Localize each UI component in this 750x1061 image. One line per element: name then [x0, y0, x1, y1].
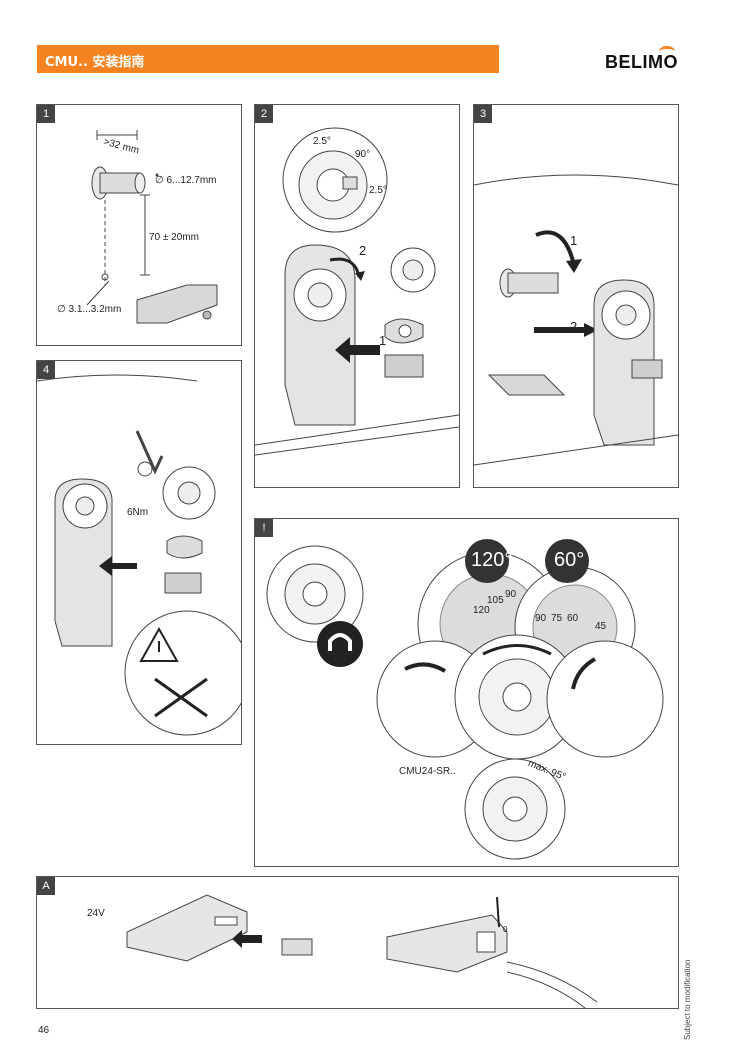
warning-number: ! [255, 519, 273, 537]
step-number: 1 [37, 105, 55, 123]
scale-tick: 75 [551, 613, 563, 624]
step-1-label: 1 [379, 333, 387, 348]
panel-step-4: 4 6Nm [36, 360, 242, 745]
model-label: CMU24-SR.. [399, 766, 456, 777]
scale-tick: 90 [505, 589, 517, 600]
panel-step-3: 3 1 2 [473, 104, 679, 488]
shaft-bracket-drawing [86, 130, 218, 324]
angle-label-c: 2.5° [369, 185, 387, 196]
panel-warning: ! 120° 60° 120 105 90 90 75 60 45 CMU2 [254, 518, 679, 867]
panel-wiring: A 24V 0 [36, 876, 679, 1009]
angle-120-label: 120° [471, 549, 513, 571]
scale-tick: 60 [567, 613, 579, 624]
dim-diameter-label: ∅ 6...12.7mm [155, 175, 217, 186]
voltage-label: 24V [87, 908, 105, 919]
scale-tick: 45 [595, 621, 607, 632]
dim-height-label: 70 ± 20mm [149, 232, 199, 243]
angle-60-label: 60° [554, 549, 585, 571]
panel-step-2: 2 2.5° 90° 2.5° 1 2 [254, 104, 460, 488]
step-1-label: 1 [570, 233, 578, 248]
step-2-label: 2 [570, 319, 578, 334]
angle-label-b: 90° [355, 149, 371, 160]
scale-tick: 120 [473, 605, 490, 616]
dim-hole-label: ∅ 3.1...3.2mm [57, 304, 122, 315]
mount-actuator-drawing [474, 174, 678, 466]
torque-label: 6Nm [127, 507, 149, 518]
panel-step-1: 1 >32 mm ∅ 6...12.7mm 70 ± 20mm ∅ 3.1...… [36, 104, 242, 346]
belimo-logo: BELIMO [605, 46, 678, 73]
header-bar: CMU.. 安装指南 [37, 45, 499, 73]
step-2-label: 2 [359, 243, 367, 258]
modification-note: Subject to modification [683, 959, 692, 1041]
page-title: CMU.. 安装指南 [45, 55, 145, 70]
actuator-reset-drawing [255, 127, 459, 456]
angle-label-a: 2.5° [313, 136, 331, 147]
step-number: A [37, 877, 55, 895]
step-number: 2 [255, 105, 273, 123]
angle-limit-drawing [266, 539, 664, 860]
page-number: 46 [38, 1025, 50, 1036]
wiring-drawing [126, 894, 598, 1008]
wire-label: 0 [503, 925, 508, 934]
scale-tick: 90 [535, 613, 547, 624]
scale-tick: 105 [487, 595, 504, 606]
tighten-nut-drawing [37, 374, 241, 736]
logo-text: BELIMO [605, 52, 678, 72]
step-number: 4 [37, 361, 55, 379]
step-number: 3 [474, 105, 492, 123]
